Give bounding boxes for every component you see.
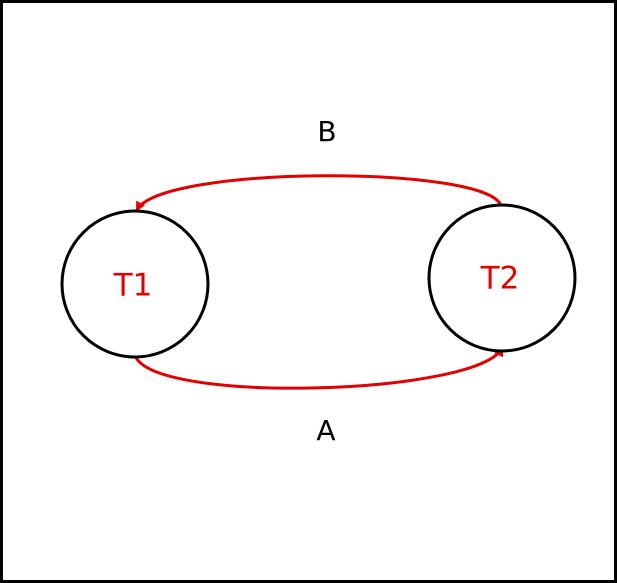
edge-a-arrow (133, 346, 504, 390)
edge-a-label: A (316, 414, 335, 447)
edge-b-label: B (317, 115, 336, 148)
node-t2-label: T2 (480, 261, 520, 297)
node-t2-circle (427, 203, 577, 353)
node-t1: T1 (60, 209, 210, 359)
node-t2: T2 (427, 203, 577, 353)
edge-b-arrow (135, 174, 503, 212)
node-t1-circle (60, 209, 210, 359)
node-t1-label: T1 (113, 268, 153, 304)
